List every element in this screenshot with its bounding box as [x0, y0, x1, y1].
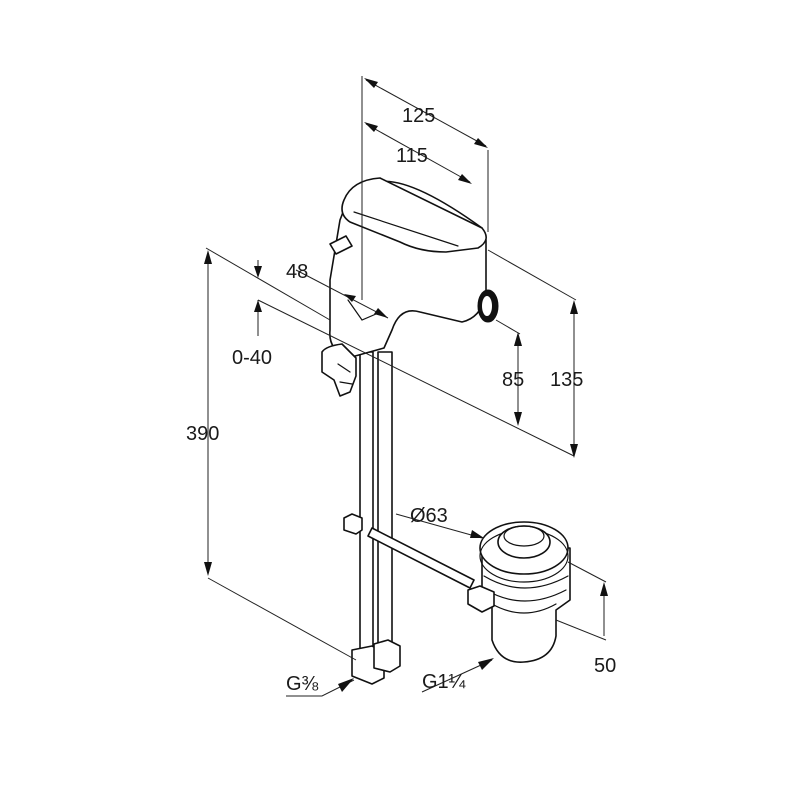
- arrow-icon: [254, 266, 262, 278]
- popup-knob[interactable]: [321, 343, 357, 397]
- arrow-icon: [474, 138, 488, 148]
- lever-top-line: [353, 211, 459, 247]
- supply-hose: [359, 351, 374, 653]
- arrow-icon: [470, 530, 484, 538]
- waste-body: [481, 547, 571, 663]
- dim-48-line: [295, 269, 389, 319]
- popup-knob-detail: [337, 363, 353, 385]
- dimension-lines: [204, 76, 608, 697]
- dim-115-line: [365, 123, 471, 183]
- dim-63-label: Ø63: [410, 505, 448, 527]
- faucet-body: [321, 177, 499, 685]
- popup-waste: [367, 521, 571, 663]
- arrow-icon: [204, 562, 212, 576]
- arrow-icon: [374, 308, 388, 318]
- arrow-icon: [338, 678, 354, 692]
- dim-135-label: 135: [550, 369, 583, 391]
- arrow-icon: [204, 250, 212, 264]
- arrow-icon: [570, 444, 578, 458]
- arrow-icon: [254, 300, 262, 312]
- dim-63-leader: [395, 513, 483, 539]
- waste-side-nut: [467, 585, 495, 613]
- dim-85-label: 85: [502, 369, 524, 391]
- dim-50-label: 50: [594, 655, 616, 677]
- spout-outlet-inner: [482, 296, 492, 316]
- dim-390-label: 390: [186, 423, 219, 445]
- faucet-lever[interactable]: [341, 177, 487, 253]
- dim-125-line: [365, 79, 487, 147]
- arrow-icon: [600, 582, 608, 596]
- dimension-labels: 125 115 48 0-40 390 85 135 Ø63 50 G⅜ G1¼: [186, 105, 616, 695]
- waste-plug: [497, 525, 551, 559]
- connecting-rod: [367, 527, 475, 589]
- dim-0-40-label: 0-40: [232, 347, 272, 369]
- arrow-icon: [344, 294, 356, 302]
- arrow-icon: [364, 122, 378, 132]
- handle-base: [329, 235, 353, 255]
- mounting-bracket: [343, 513, 363, 535]
- hose-connector: [373, 639, 401, 673]
- arrow-icon: [458, 174, 472, 184]
- dim-115-label: 115: [396, 145, 428, 167]
- supply-hose: [377, 351, 393, 653]
- arrow-icon: [478, 658, 494, 670]
- arrow-icon: [364, 78, 378, 88]
- g38-label: G⅜: [286, 673, 319, 695]
- g114-label: G1¼: [422, 671, 466, 693]
- arrow-icon: [514, 332, 522, 346]
- waste-plug-top: [503, 525, 545, 547]
- arrow-icon: [570, 300, 578, 314]
- body-edge: [347, 299, 377, 321]
- arrow-icon: [514, 412, 522, 426]
- dim-125-label: 125: [402, 105, 435, 127]
- dim-48-label: 48: [286, 261, 308, 283]
